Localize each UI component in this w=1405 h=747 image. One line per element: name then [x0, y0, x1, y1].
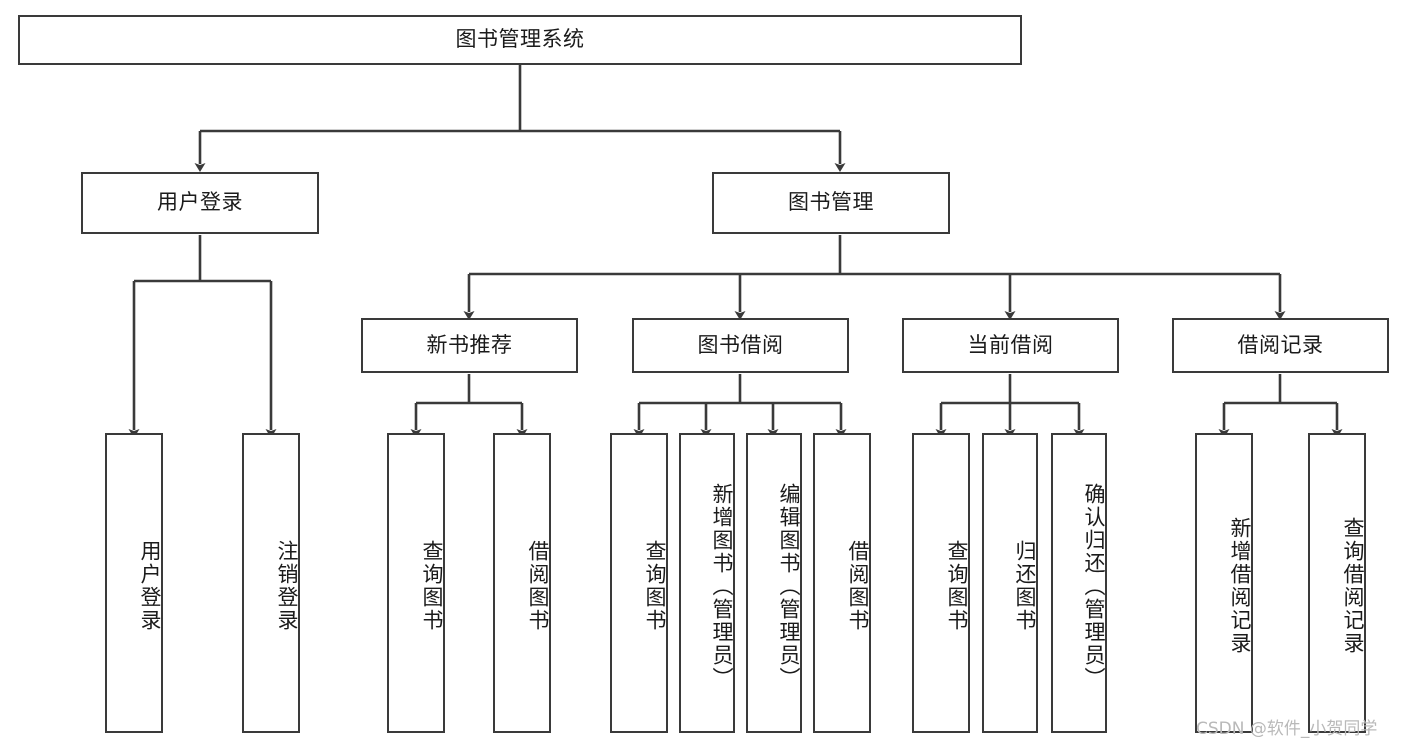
node-leaf-add-book[interactable]: 新增图书（管理员） [679, 433, 735, 733]
node-borrow-record[interactable]: 借阅记录 [1172, 318, 1389, 373]
node-leaf-add-book-label: 新增图书（管理员） [710, 482, 734, 690]
node-root[interactable]: 图书管理系统 [18, 15, 1022, 65]
node-leaf-user-login[interactable]: 用户登录 [105, 433, 163, 733]
node-leaf-query-book-3-label: 查询图书 [945, 540, 969, 632]
node-leaf-query-book-2[interactable]: 查询图书 [610, 433, 668, 733]
node-leaf-confirm-return[interactable]: 确认归还（管理员） [1051, 433, 1107, 733]
node-leaf-query-book-1-label: 查询图书 [420, 540, 444, 632]
node-leaf-user-logout-label: 注销登录 [275, 540, 299, 632]
node-leaf-edit-book-label: 编辑图书（管理员） [777, 482, 801, 690]
node-leaf-borrow-book-1[interactable]: 借阅图书 [493, 433, 551, 733]
node-leaf-query-book-2-label: 查询图书 [643, 540, 667, 632]
node-new-book-recommend[interactable]: 新书推荐 [361, 318, 578, 373]
node-book-borrow-label: 图书借阅 [697, 332, 784, 357]
node-leaf-return-book-label: 归还图书 [1013, 540, 1037, 632]
node-user-login[interactable]: 用户登录 [81, 172, 319, 234]
node-current-borrow[interactable]: 当前借阅 [902, 318, 1119, 373]
node-book-management-label: 图书管理 [788, 190, 874, 215]
node-leaf-query-record[interactable]: 查询借阅记录 [1308, 433, 1366, 733]
node-root-label: 图书管理系统 [455, 27, 585, 52]
node-user-login-label: 用户登录 [157, 190, 243, 215]
node-leaf-edit-book[interactable]: 编辑图书（管理员） [746, 433, 802, 733]
node-borrow-record-label: 借阅记录 [1237, 332, 1324, 357]
node-leaf-return-book[interactable]: 归还图书 [982, 433, 1038, 733]
node-leaf-add-record-label: 新增借阅记录 [1228, 517, 1252, 655]
node-leaf-user-login-label: 用户登录 [138, 540, 162, 632]
node-leaf-borrow-book-1-label: 借阅图书 [526, 540, 550, 632]
node-leaf-borrow-book-2[interactable]: 借阅图书 [813, 433, 871, 733]
node-leaf-add-record[interactable]: 新增借阅记录 [1195, 433, 1253, 733]
node-new-book-recommend-label: 新书推荐 [426, 332, 513, 357]
node-leaf-borrow-book-2-label: 借阅图书 [846, 540, 870, 632]
node-leaf-confirm-return-label: 确认归还（管理员） [1082, 482, 1106, 690]
csdn-watermark: CSDN @软件_小贺同学 [1196, 719, 1378, 739]
node-current-borrow-label: 当前借阅 [967, 332, 1054, 357]
node-book-management[interactable]: 图书管理 [712, 172, 950, 234]
node-leaf-query-record-label: 查询借阅记录 [1341, 517, 1365, 655]
node-leaf-query-book-3[interactable]: 查询图书 [912, 433, 970, 733]
node-book-borrow[interactable]: 图书借阅 [632, 318, 849, 373]
node-leaf-query-book-1[interactable]: 查询图书 [387, 433, 445, 733]
node-leaf-user-logout[interactable]: 注销登录 [242, 433, 300, 733]
